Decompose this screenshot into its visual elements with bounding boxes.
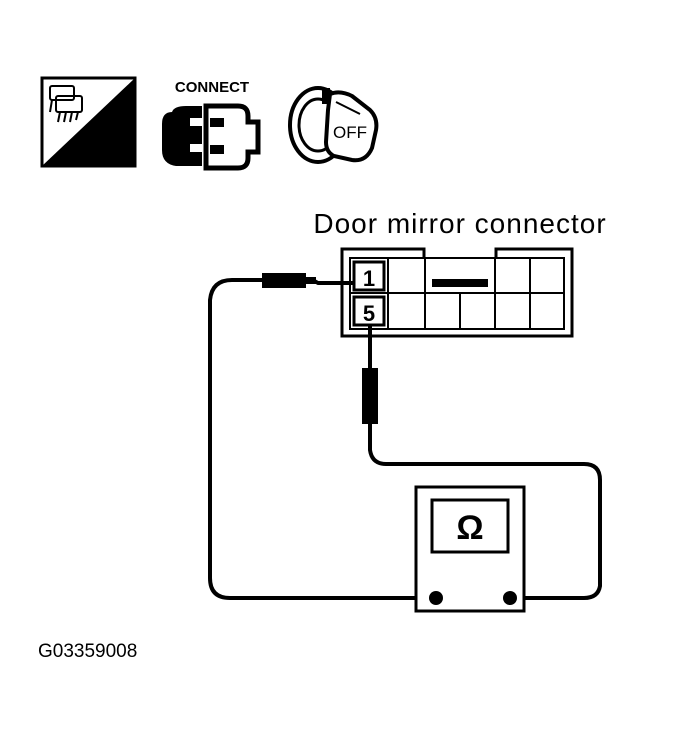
door-mirror-connector: 1 5 <box>340 247 574 338</box>
probe-tip-pin-1 <box>262 273 306 288</box>
ohm-symbol: Ω <box>456 509 483 547</box>
ohmmeter: Ω <box>414 485 526 613</box>
figure-id: G03359008 <box>38 641 137 662</box>
pin-1-label: 1 <box>363 266 375 291</box>
ignition-off-icon: OFF <box>288 86 379 164</box>
ignition-off-label: OFF <box>333 123 367 142</box>
meter-terminal-left <box>429 591 443 605</box>
connect-icon-label: CONNECT <box>175 79 249 96</box>
pin-5-label: 5 <box>363 301 375 326</box>
ohmmeter-display <box>430 498 510 554</box>
probe-tip-pin-1-neck <box>306 277 316 284</box>
probe-tip-pin-5 <box>362 368 378 424</box>
hs-icon-label: H.S. <box>84 141 123 163</box>
connector-title: Door mirror connector <box>313 208 606 239</box>
connect-icon: CONNECT <box>162 79 261 171</box>
harness-side-icon: H.S. <box>40 76 137 168</box>
probe-lead-pin-5 <box>368 325 602 600</box>
meter-terminal-right <box>503 591 517 605</box>
